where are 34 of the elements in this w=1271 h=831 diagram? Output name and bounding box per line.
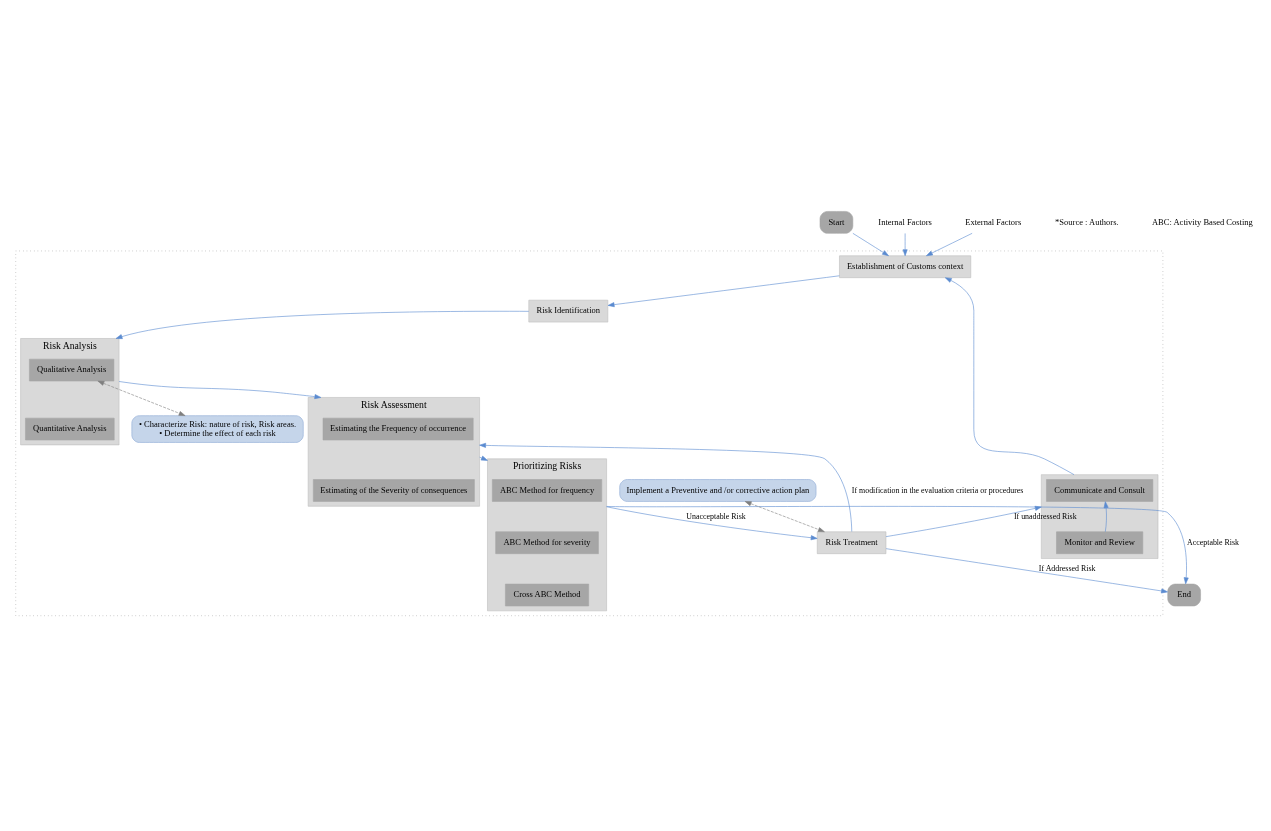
node-box: ABC Method for frequency — [492, 478, 603, 502]
arrow — [606, 505, 818, 540]
node-box: Qualitative Analysis — [29, 358, 115, 381]
arrow — [115, 310, 530, 339]
arrow — [479, 455, 488, 461]
node-box: Start — [819, 210, 854, 234]
label: ABC: Activity Based Costing — [1151, 216, 1253, 227]
arrow — [852, 232, 889, 256]
node-box: Monitor and Review — [1056, 531, 1144, 554]
node-text: Internal Factors — [878, 216, 932, 227]
node-box: End — [1167, 583, 1201, 606]
label: *Source : Authors. — [1055, 216, 1119, 227]
node-box: Estimating the Frequency of occurrence — [322, 417, 474, 440]
node-box: Cross ABC Method — [505, 583, 589, 606]
arrow — [607, 275, 840, 307]
node-box: Quantitative Analysis — [25, 417, 115, 440]
node-box: Risk Treatment — [816, 531, 887, 554]
arrow — [885, 547, 1168, 593]
node-box: • Characterize Risk: nature of risk, Risk areas. • Determine the effect of each risk — [131, 414, 304, 443]
arrow — [926, 232, 973, 256]
arrow — [479, 442, 853, 532]
arrow — [744, 500, 825, 532]
arrow — [1103, 500, 1109, 532]
node-box: Risk Identification — [528, 299, 609, 322]
arrow — [944, 276, 1075, 475]
arrow — [118, 380, 322, 399]
node-box: Implement a Preventive and /or corrective action plan — [619, 478, 817, 502]
node-box: Communicate and Consult — [1046, 478, 1154, 502]
arrow — [902, 232, 908, 256]
node-text: External Factors — [965, 216, 1022, 227]
arrow — [97, 380, 186, 416]
node-box: ABC Method for severity — [495, 531, 599, 554]
node-box: Establishment of Customs context — [839, 255, 972, 278]
node-box: Estimating of the Severity of consequences — [313, 478, 475, 502]
